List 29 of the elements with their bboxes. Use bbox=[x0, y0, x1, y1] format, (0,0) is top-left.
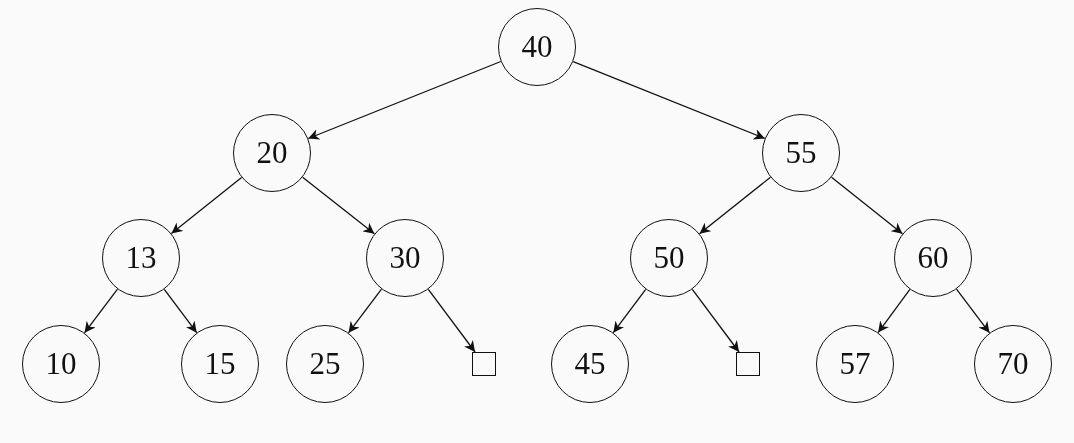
arrow bbox=[427, 288, 476, 353]
tree-node: 30 bbox=[366, 219, 444, 297]
arrow bbox=[163, 288, 198, 334]
arrow bbox=[307, 60, 502, 140]
arrow bbox=[698, 176, 772, 235]
empty-leaf-square bbox=[472, 352, 496, 376]
tree-node: 40 bbox=[498, 8, 576, 86]
arrow bbox=[830, 176, 904, 235]
tree-node: 20 bbox=[233, 114, 311, 192]
tree-node: 25 bbox=[286, 325, 364, 403]
arrow bbox=[877, 288, 911, 334]
tree-node: 70 bbox=[974, 325, 1052, 403]
arrow bbox=[572, 60, 766, 140]
tree-node: 57 bbox=[816, 325, 894, 403]
arrow bbox=[691, 288, 740, 353]
tree-node: 60 bbox=[894, 219, 972, 297]
tree-node: 50 bbox=[630, 219, 708, 297]
arrow bbox=[301, 176, 376, 235]
tree-node: 55 bbox=[762, 114, 840, 192]
arrow bbox=[83, 288, 119, 334]
arrow bbox=[612, 288, 647, 334]
tree-node: 15 bbox=[181, 325, 259, 403]
tree-node: 10 bbox=[22, 325, 100, 403]
arrow bbox=[347, 288, 383, 334]
empty-leaf-square bbox=[736, 352, 760, 376]
arrow bbox=[170, 176, 243, 235]
arrow bbox=[955, 288, 991, 334]
tree-node: 13 bbox=[102, 219, 180, 297]
tree-node: 45 bbox=[551, 325, 629, 403]
